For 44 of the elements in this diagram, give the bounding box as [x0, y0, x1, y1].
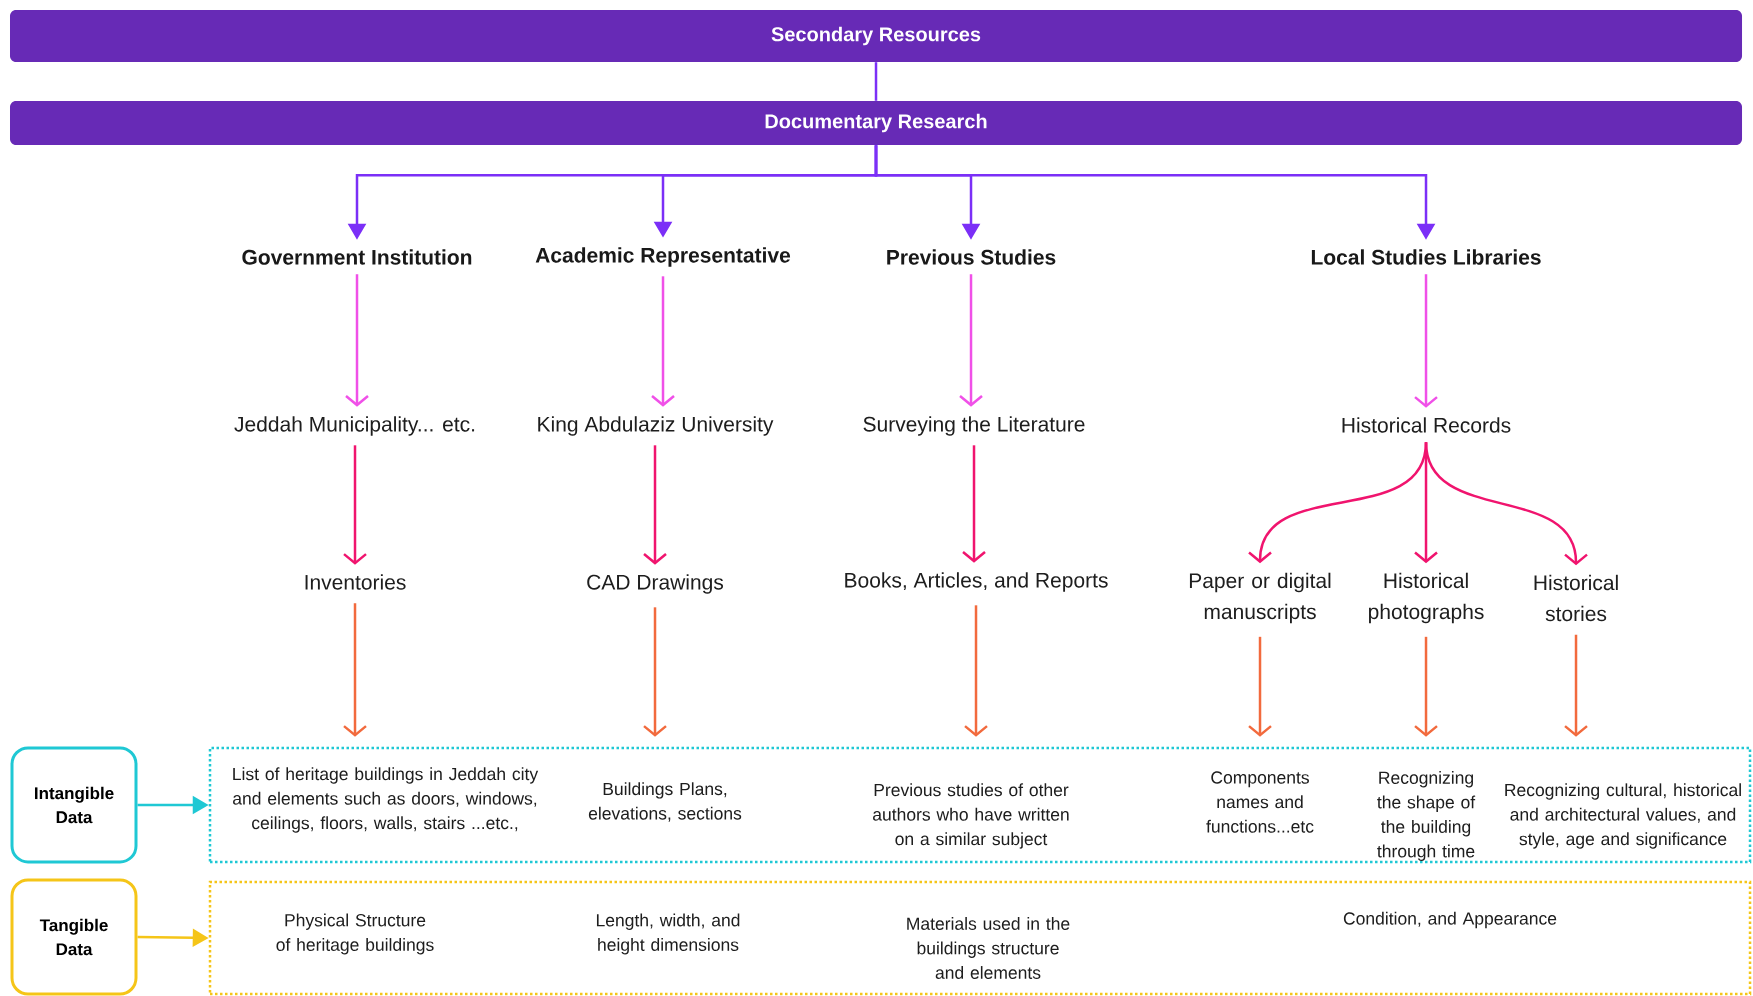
description-text: Components names and functions...etc	[1206, 771, 1314, 833]
arrow	[643, 445, 667, 565]
description-text: Recognizing the shape of the building through time	[1377, 771, 1476, 861]
arrow	[345, 274, 369, 407]
source-label: Historical photographs	[1369, 572, 1484, 624]
category-heading: Local Studies Libraries	[1311, 249, 1541, 265]
arrow	[962, 445, 986, 563]
arrow	[1424, 442, 1588, 566]
description-text: Buildings Plans, elevations, sections	[588, 782, 742, 822]
arrow	[651, 276, 675, 407]
description-text: Condition, and Appearance	[1343, 911, 1557, 929]
description-text: Previous studies of other authors who have written on a similar subject	[873, 783, 1069, 849]
arrow	[1414, 274, 1438, 408]
arrow	[964, 605, 988, 737]
title-bar: Documentary Research	[10, 101, 1742, 145]
data-type-box: Intangible Data	[10, 746, 138, 864]
data-type-box: Tangible Data	[10, 878, 138, 996]
source-label: Historical Records	[1342, 417, 1511, 433]
title-bar: Secondary Resources	[10, 10, 1742, 62]
source-label: Jeddah Municipality... etc.	[234, 416, 475, 436]
arrow	[1564, 634, 1588, 737]
source-label: Paper or digital manuscripts	[1189, 572, 1331, 624]
description-text: Length, width, and height dimensions	[596, 913, 740, 955]
source-label: King Abdulaziz University	[538, 416, 774, 436]
arrow	[959, 274, 983, 407]
dotted-band	[208, 880, 1752, 996]
source-label: Surveying the Literature	[863, 416, 1085, 436]
arrow	[343, 445, 367, 565]
source-label: Historical stories	[1534, 574, 1618, 622]
dotted-band	[208, 746, 1752, 864]
description-text: List of heritage buildings in Jeddah city and elements such as doors, windows, ceilings, floors, walls, stairs ...etc.,	[233, 767, 539, 833]
description-text: Recognizing cultural, historical and architectural values, and style, age and significance	[1505, 783, 1741, 849]
arrow	[643, 607, 667, 737]
source-label: Books, Articles, and Reports	[845, 572, 1108, 592]
source-label: CAD Drawings	[587, 574, 724, 594]
description-text: Physical Structure of heritage buildings	[276, 913, 434, 955]
arrow	[343, 603, 367, 737]
category-heading: Academic Representative	[535, 247, 791, 267]
category-heading: Previous Studies	[887, 249, 1056, 265]
description-text: Materials used in the buildings structure and elements	[907, 917, 1070, 979]
arrow	[1248, 636, 1272, 737]
arrow	[1414, 636, 1438, 737]
source-label: Inventories	[305, 574, 406, 590]
category-heading: Government Institution	[242, 249, 472, 265]
